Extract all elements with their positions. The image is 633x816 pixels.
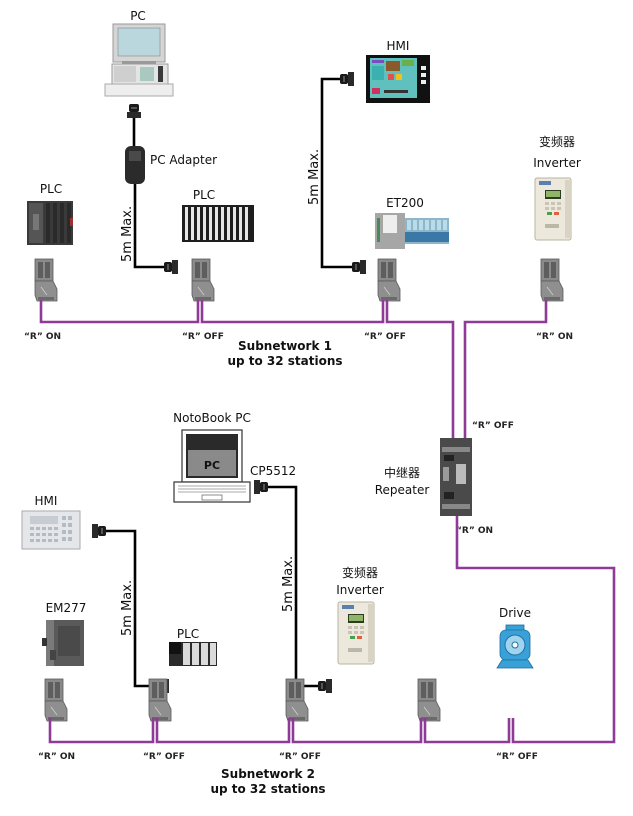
termination-label: “R” OFF xyxy=(472,421,514,431)
bus-connector-icon xyxy=(377,258,401,302)
pc-adapter-label: PC Adapter xyxy=(150,153,217,167)
plc-icon xyxy=(27,201,73,245)
subnetwork1-subtitle: up to 32 stations xyxy=(227,354,342,368)
bus-segment-2 xyxy=(200,300,385,324)
pc-adapter-icon xyxy=(125,146,145,184)
bus-segment-1 xyxy=(39,300,200,324)
hmi2-label: HMI xyxy=(35,494,58,508)
cp5512-cable xyxy=(268,485,318,688)
termination-label: “R” ON xyxy=(38,752,75,762)
cp5512-connector-icon xyxy=(254,480,268,494)
pc-serial-plug-icon xyxy=(127,104,141,118)
plc2-label: PLC xyxy=(177,627,199,641)
pc-label: PC xyxy=(130,9,146,23)
bus-segment-4 xyxy=(155,718,291,744)
inverter-cn-label: 变频器 xyxy=(539,134,575,149)
inverter2-cn-label: 变频器 xyxy=(342,565,378,580)
subnetwork1-title: Subnetwork 1 xyxy=(238,339,332,353)
termination-label: “R” ON xyxy=(24,332,61,342)
plc-compact-icon xyxy=(169,642,217,666)
repeater-icon xyxy=(440,438,472,516)
bus-connector-icon xyxy=(191,258,215,302)
bus-connector-icon xyxy=(44,678,68,722)
hmi2-plug-icon xyxy=(92,524,106,538)
bus-connector-icon xyxy=(417,678,441,722)
hmi-touch-panel-icon xyxy=(366,55,430,103)
pc-adapter-cable xyxy=(133,184,164,269)
bus-segment-repeater-in xyxy=(385,300,455,440)
hmi-keypad-icon xyxy=(21,510,81,550)
em277-module-icon xyxy=(42,620,84,666)
termination-label: “R” OFF xyxy=(143,752,185,762)
hmi-label: HMI xyxy=(387,39,410,53)
repeater-cn-label: 中继器 xyxy=(384,465,420,480)
bus-segment-repeater-out xyxy=(455,516,616,744)
motor-drive-icon xyxy=(496,624,534,669)
inverter-icon xyxy=(534,177,572,241)
plc-rack-label: PLC xyxy=(193,188,215,202)
termination-label: “R” OFF xyxy=(182,332,224,342)
inverter-icon xyxy=(337,601,375,665)
termination-label: “R” OFF xyxy=(364,332,406,342)
cp5512-label: CP5512 xyxy=(250,464,296,478)
bus-segment-5 xyxy=(291,718,423,744)
bus-segment-repeater-in-2 xyxy=(463,300,548,440)
termination-label: “R” OFF xyxy=(496,752,538,762)
bus-segment-6 xyxy=(423,718,511,744)
cable-limit-label: 5m Max. xyxy=(281,556,296,612)
notebook-pc-icon xyxy=(173,429,251,503)
et200-label: ET200 xyxy=(386,196,424,210)
et200-io-icon xyxy=(375,213,449,249)
cable-limit-label: 5m Max. xyxy=(307,149,322,205)
termination-label: “R” ON xyxy=(536,332,573,342)
subnetwork2-subtitle: up to 32 stations xyxy=(210,782,325,796)
plc-rack-icon xyxy=(182,205,254,242)
termination-label: “R” ON xyxy=(456,526,493,536)
inverter2-plug-icon xyxy=(318,679,332,693)
subnetwork2-title: Subnetwork 2 xyxy=(221,767,315,781)
inverter-label: Inverter xyxy=(533,156,581,170)
notebook-label: NotoBook PC xyxy=(173,411,251,425)
notebook-screen-text: PC xyxy=(204,459,220,472)
drive-label: Drive xyxy=(499,606,531,620)
desktop-pc-icon xyxy=(104,23,174,97)
em277-label: EM277 xyxy=(46,601,87,615)
termination-label: “R” OFF xyxy=(279,752,321,762)
hmi-cable xyxy=(320,77,366,269)
bus-connector-icon xyxy=(540,258,564,302)
inverter2-label: Inverter xyxy=(336,583,384,597)
hmi2-cable xyxy=(106,529,155,688)
plc-rack-plug-icon xyxy=(164,260,178,274)
et200-plug-icon xyxy=(352,260,366,274)
repeater-label: Repeater xyxy=(375,483,430,497)
hmi-plug-icon xyxy=(340,72,354,86)
bus-segment-3 xyxy=(48,718,155,744)
bus-connector-icon xyxy=(34,258,58,302)
cable-limit-label: 5m Max. xyxy=(120,206,135,262)
cable-limit-label: 5m Max. xyxy=(120,580,135,636)
plc-left-label: PLC xyxy=(40,182,62,196)
